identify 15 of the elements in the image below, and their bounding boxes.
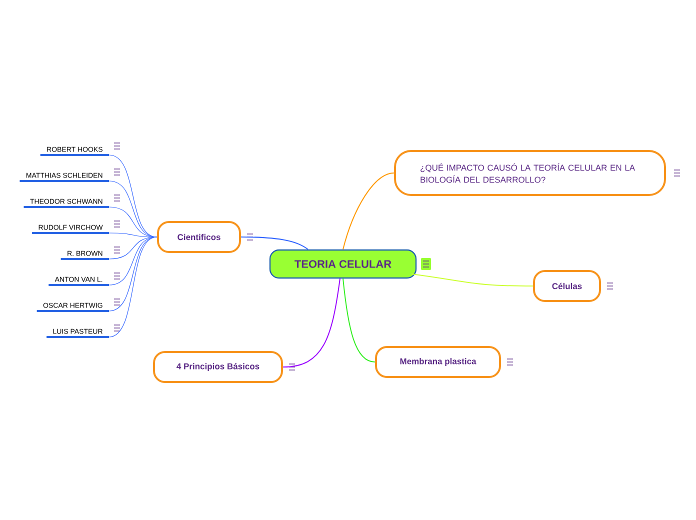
connector [108,232,158,238]
topic-box: ¿QUÉ IMPACTO CAUSÓ LA TEORÍA CELULAR EN LA BIOLOGÍA DEL DESARROLLO? [394,150,666,196]
connector [342,172,394,250]
connector [108,236,158,338]
central-topic-box: TEORIA CELULAR [269,249,417,279]
connector [411,274,534,286]
connector [108,236,158,312]
topic-box: Cientificos [157,221,241,253]
connector [108,236,158,286]
topic-box: Células [533,270,601,302]
connector [342,278,376,362]
topic-box: 4 Principios Básicos [153,351,283,383]
topic-box: Membrana plastica [375,346,501,378]
connector [240,236,308,250]
connector [282,278,340,368]
